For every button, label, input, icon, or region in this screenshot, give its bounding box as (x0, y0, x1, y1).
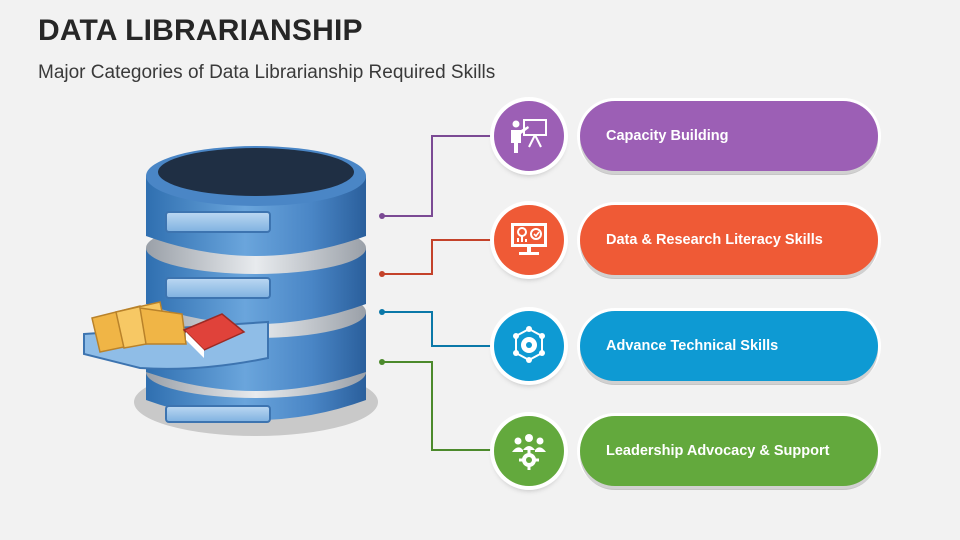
skill-card-capacity-building[interactable]: Capacity Building (580, 101, 878, 171)
slide-title: DATA LIBRARIANSHIP (38, 14, 363, 47)
analytics-monitor-icon (511, 223, 547, 255)
icon-circle-data-research (494, 205, 564, 275)
presentation-icon (511, 119, 547, 153)
team-gear-icon (512, 434, 546, 470)
network-gear-icon (513, 326, 545, 363)
slide-subtitle: Major Categories of Data Librarianship R… (38, 62, 496, 83)
skill-card-leadership[interactable]: Leadership Advocacy & Support (580, 416, 878, 486)
skill-label: Capacity Building (606, 128, 729, 144)
icon-circle-technical (494, 311, 564, 381)
skill-card-data-research[interactable]: Data & Research Literacy Skills (580, 205, 878, 275)
skill-label: Data & Research Literacy Skills (606, 232, 823, 248)
skill-card-technical[interactable]: Advance Technical Skills (580, 311, 878, 381)
skill-label: Advance Technical Skills (606, 338, 779, 354)
icon-circle-capacity-building (494, 101, 564, 171)
skill-label: Leadership Advocacy & Support (606, 443, 830, 459)
icon-circle-leadership (494, 416, 564, 486)
